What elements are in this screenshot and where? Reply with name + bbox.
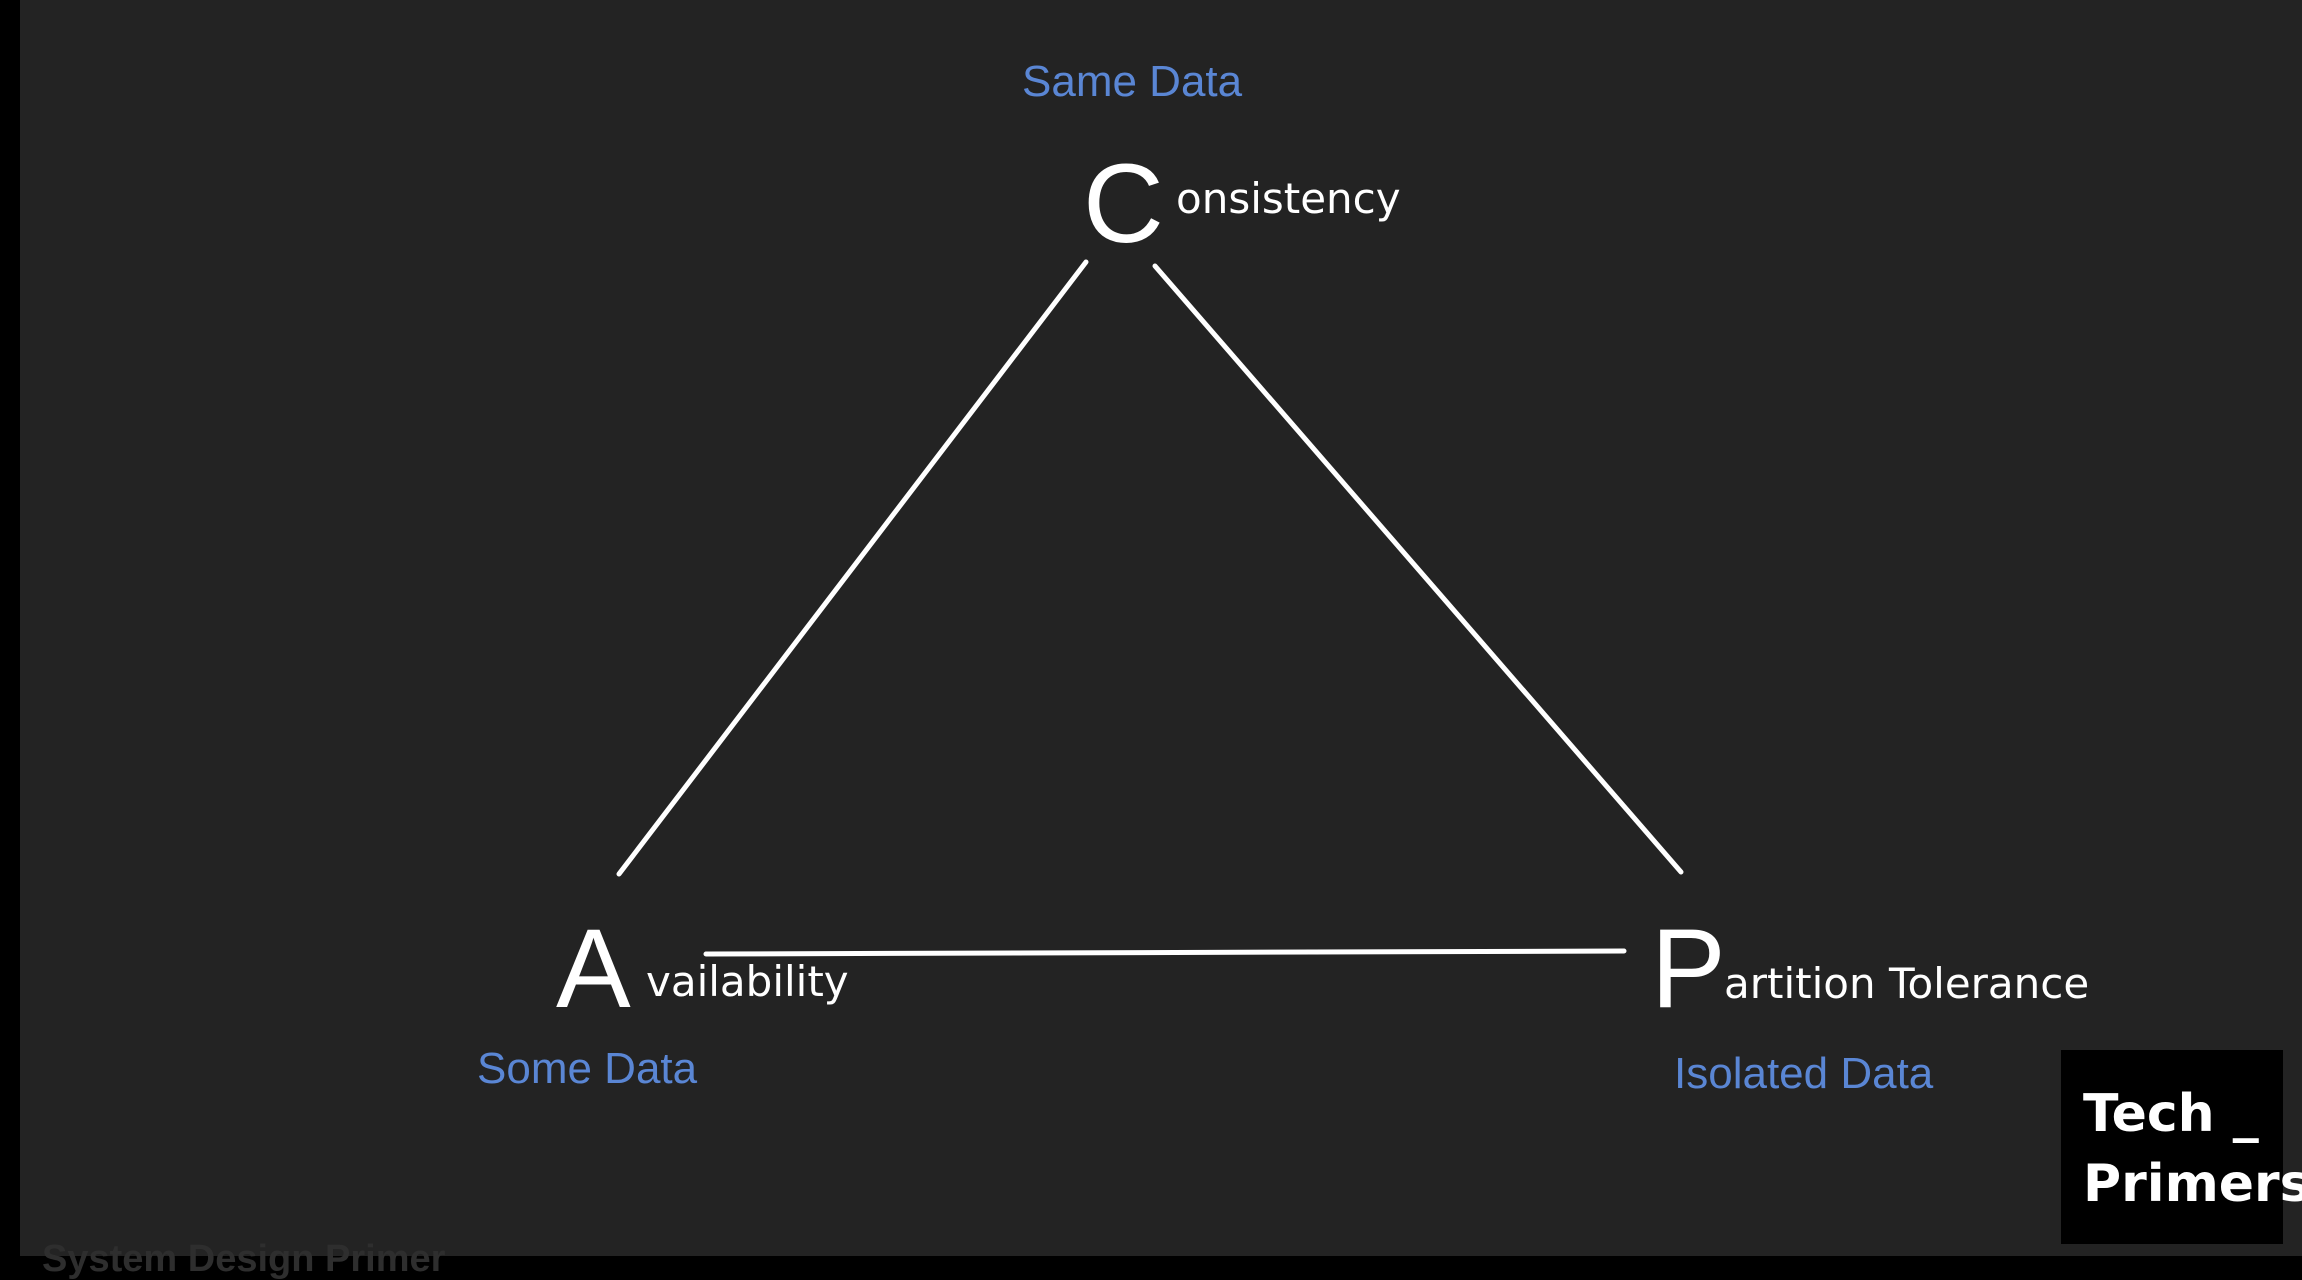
consistency-initial: C [1083,141,1164,266]
partition-label: artition Tolerance [1724,959,2090,1008]
edge-consistency-availability [616,259,1089,877]
slide-canvas [20,0,2302,1256]
partition-caption: Isolated Data [1674,1049,1934,1098]
consistency-label: onsistency [1176,174,1401,223]
partition-initial: P [1651,906,1726,1031]
edge-consistency-partition [1152,263,1684,875]
availability-initial: A [556,906,631,1031]
tech-primers-logo: Tech _ Primers [2061,1050,2302,1244]
logo-line-1: Tech _ [2083,1084,2259,1144]
edge-availability-partition [703,948,1627,957]
watermark-text: System Design Primer [42,1238,446,1280]
consistency-caption: Same Data [1022,57,1243,106]
availability-label: vailability [646,957,849,1006]
availability-caption: Some Data [477,1044,698,1093]
logo-line-2: Primers [2083,1154,2302,1214]
